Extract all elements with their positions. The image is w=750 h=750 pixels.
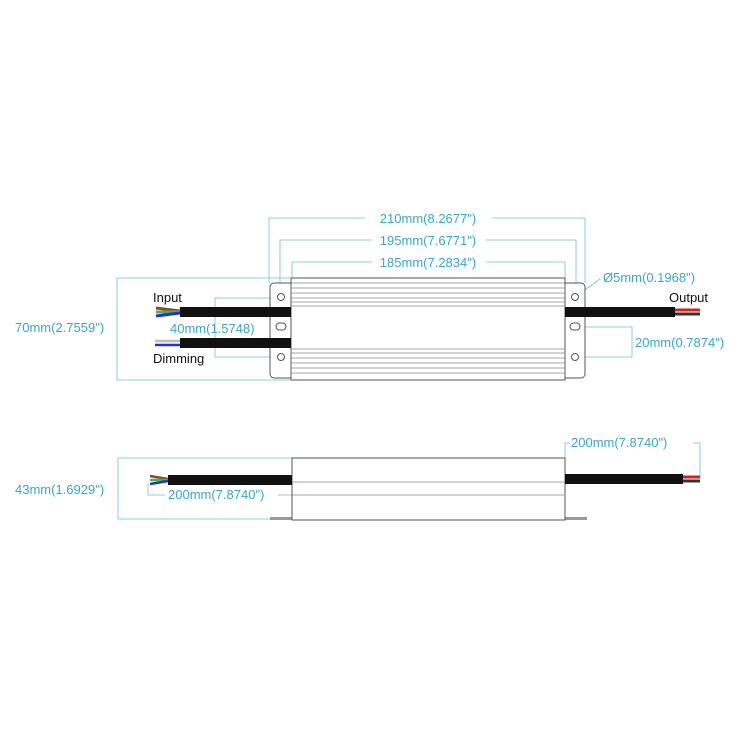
dimension-height: 43mm(1.6929") xyxy=(15,482,104,497)
mounting-hole xyxy=(571,293,579,301)
left-foot xyxy=(270,517,294,520)
output-cable xyxy=(565,307,700,317)
dimension-hole-spacing: 195mm(7.6771") xyxy=(380,233,476,248)
mounting-slot xyxy=(275,322,287,331)
dimension-hole-diameter: Ø5mm(0.1968") xyxy=(603,270,695,285)
mounting-hole xyxy=(277,353,285,361)
dimension-body-length: 185mm(7.2834") xyxy=(380,255,476,270)
dimension-right-hole-spacing: 20mm(0.7874") xyxy=(635,335,724,350)
driver-body-side xyxy=(291,457,566,521)
label-dimming: Dimming xyxy=(153,351,204,366)
dimension-input-cable-length: 200mm(7.8740") xyxy=(168,487,264,502)
input-cable xyxy=(155,306,291,318)
right-foot xyxy=(563,517,587,520)
dimension-output-cable-length: 200mm(7.8740") xyxy=(571,435,667,450)
dimension-lines xyxy=(116,217,633,381)
dimension-overall-length: 210mm(8.2677") xyxy=(380,211,476,226)
side-view: 43mm(1.6929") 200mm(7.8740") 200mm(7.874… xyxy=(15,435,701,521)
mounting-hole xyxy=(277,293,285,301)
label-input: Input xyxy=(153,290,182,305)
dimming-cable xyxy=(155,338,291,348)
top-view: 210mm(8.2677") 195mm(7.6771") 185mm(7.28… xyxy=(15,211,724,381)
label-output: Output xyxy=(669,290,708,305)
side-output-cable xyxy=(565,474,700,484)
dimension-left-hole-spacing: 40mm(1.5748) xyxy=(170,321,255,336)
mounting-slot xyxy=(569,322,581,331)
mounting-hole xyxy=(571,353,579,361)
side-input-cable xyxy=(149,474,292,486)
heat-sink-fins xyxy=(291,282,565,374)
dimension-width: 70mm(2.7559") xyxy=(15,320,104,335)
